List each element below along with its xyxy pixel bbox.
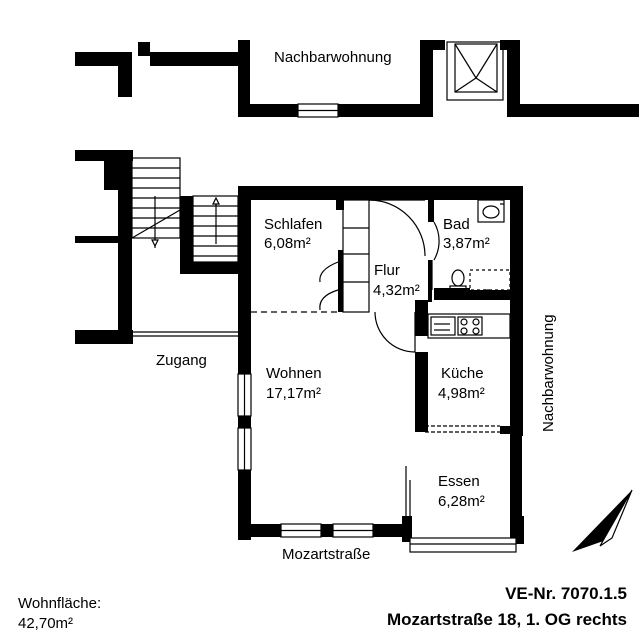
compass-arrow	[572, 489, 633, 552]
label-access: Zugang	[156, 352, 207, 369]
label-neighbor-right: Nachbarwohnung	[540, 314, 557, 432]
room-name-bad: Bad	[443, 216, 470, 233]
apartment-walls	[238, 186, 524, 544]
stairwell-walls	[75, 52, 240, 344]
room-name-essen: Essen	[438, 473, 480, 490]
room-area-flur: 4,32m²	[373, 282, 420, 299]
room-area-wohnen: 17,17m²	[266, 385, 321, 402]
interior-details	[251, 199, 511, 520]
label-street: Mozartstraße	[282, 546, 370, 563]
room-name-schlafen: Schlafen	[264, 216, 322, 233]
room-area-kueche: 4,98m²	[438, 385, 485, 402]
windows	[237, 103, 517, 553]
ve-number: VE-Nr. 7070.1.5	[505, 584, 627, 603]
room-area-bad: 3,87m²	[443, 235, 490, 252]
room-name-kueche: Küche	[441, 365, 484, 382]
neighbor-top-walls	[75, 40, 639, 117]
living-area-value: 42,70m²	[18, 615, 73, 632]
room-area-schlafen: 6,08m²	[264, 235, 311, 252]
address: Mozartstraße 18, 1. OG rechts	[387, 610, 627, 629]
room-name-flur: Flur	[374, 262, 400, 279]
neighbor-top-shower	[446, 41, 504, 101]
label-neighbor-top: Nachbarwohnung	[274, 49, 392, 66]
room-area-essen: 6,28m²	[438, 493, 485, 510]
living-area-label: Wohnfläche:	[18, 595, 101, 612]
staircase	[131, 157, 239, 337]
room-name-wohnen: Wohnen	[266, 365, 322, 382]
